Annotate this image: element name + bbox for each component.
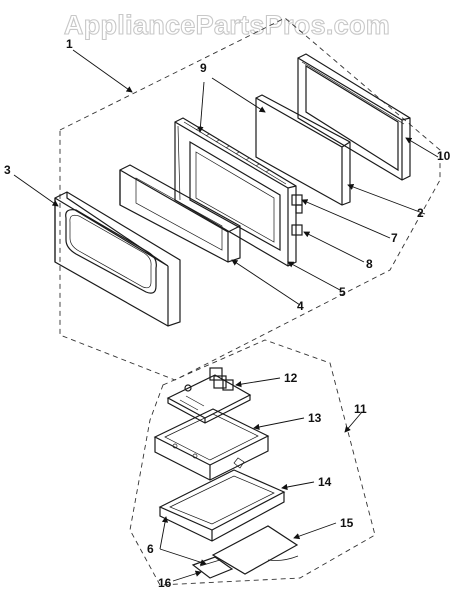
callout-14: 14 [318, 475, 332, 489]
callout-16: 16 [158, 576, 172, 590]
inner-door-frame [174, 117, 303, 267]
small-label-part [191, 556, 234, 579]
control-assembly-boundary [129, 339, 376, 586]
callout-13: 13 [308, 411, 322, 425]
callout-3: 3 [4, 163, 11, 177]
choke-cover-panel [255, 94, 351, 206]
callout-2: 2 [417, 206, 424, 220]
door-assembly-boundary [59, 17, 441, 381]
callout-7: 7 [391, 231, 398, 245]
leader-lines [13, 49, 439, 582]
callout-11: 11 [354, 402, 367, 416]
pcb-board [166, 367, 252, 424]
membrane-sheet [211, 525, 299, 575]
callout-5: 5 [339, 285, 346, 299]
control-box [153, 408, 270, 481]
callout-15: 15 [340, 516, 354, 530]
callout-4: 4 [297, 299, 304, 313]
callout-12: 12 [284, 371, 298, 385]
callout-6: 6 [147, 542, 154, 556]
callout-1: 1 [66, 37, 73, 51]
door-glass-frame [119, 164, 241, 263]
door-outer-frame [297, 53, 411, 181]
callout-10: 10 [437, 149, 451, 163]
control-housing-tray [158, 457, 286, 542]
callout-9: 9 [200, 61, 207, 75]
callout-labels: 1 2 3 4 5 6 7 8 9 10 11 12 13 14 15 16 [4, 37, 451, 590]
callout-8: 8 [366, 257, 373, 271]
door-front-panel [54, 191, 181, 327]
watermark-text: AppliancePartsPros.com [64, 10, 390, 40]
